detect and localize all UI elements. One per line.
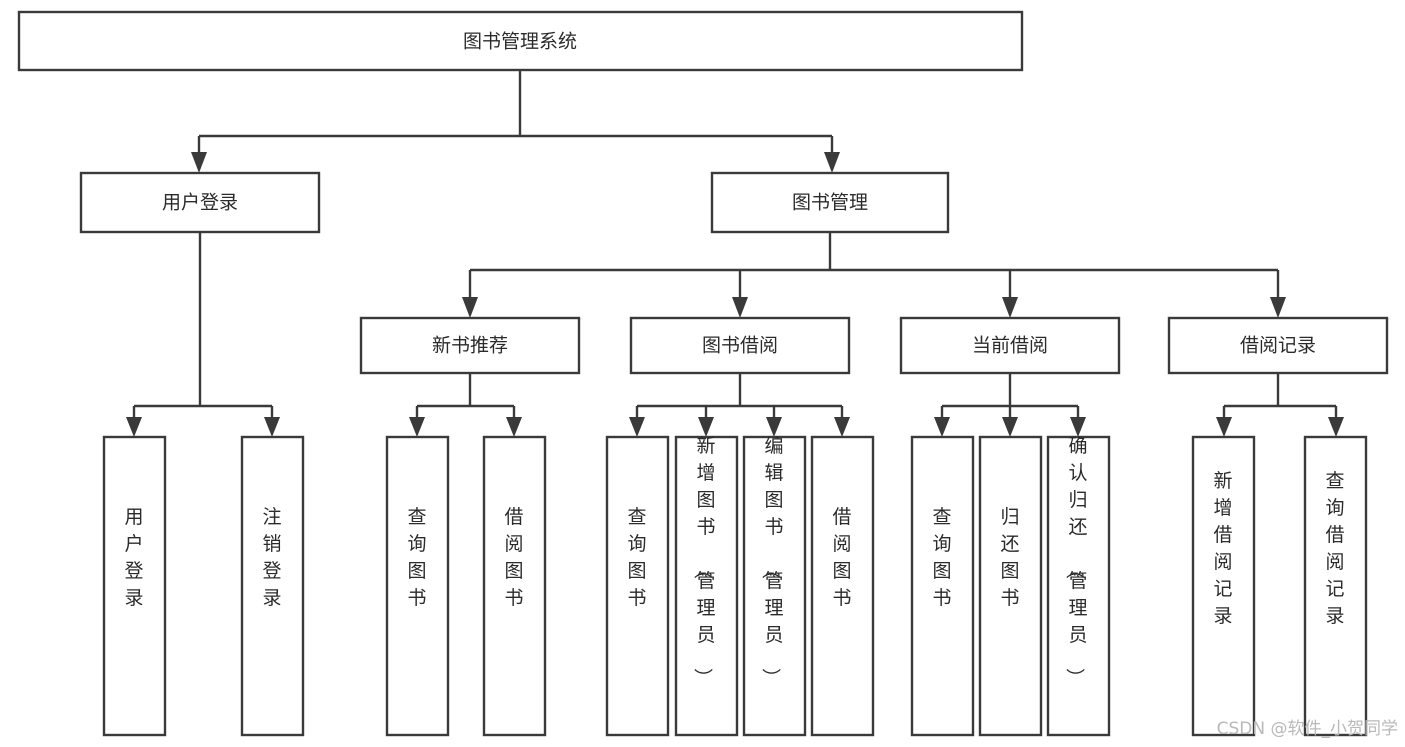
- arrow-l3-book-borrow: [732, 297, 748, 318]
- arrow-nb-leaf-2: [506, 417, 522, 437]
- connector-new-book-to-leaves: [409, 373, 522, 437]
- leaf-box: [1046, 435, 1111, 737]
- node-current-borrow[interactable]: 当前借阅: [899, 316, 1121, 375]
- connector-user-login-to-leaves: [126, 232, 280, 437]
- borrow-record-label: 借阅记录: [1240, 335, 1316, 357]
- leaf-borrow-record-2[interactable]: 查询借阅记录: [1303, 435, 1368, 737]
- arrow-bb-leaf-3: [766, 417, 782, 437]
- arrow-nb-leaf-1: [409, 417, 425, 437]
- leaf-label-book-borrow-2: 新增图书（管理员）: [691, 435, 715, 687]
- leaf-current-borrow-3[interactable]: 确认归还（管理员）: [1046, 435, 1111, 737]
- arrow-user-login: [191, 152, 207, 173]
- current-borrow-label: 当前借阅: [972, 335, 1048, 357]
- watermark-label: CSDN @软件_小贺同学: [1217, 719, 1398, 739]
- connector-borrow-record-to-leaves: [1216, 373, 1344, 437]
- connector-book-borrow-to-leaves: [629, 373, 850, 437]
- new-book-recommend-label: 新书推荐: [432, 335, 508, 357]
- leaf-box: [240, 435, 305, 737]
- leaf-box: [1303, 435, 1368, 737]
- leaf-box: [1191, 435, 1256, 737]
- connector-book-mgmt-to-level3: [462, 232, 1286, 318]
- connector-root-to-level2: [191, 70, 840, 173]
- leaf-book-borrow-1[interactable]: 查询图书: [605, 435, 670, 737]
- leaf-box: [674, 435, 739, 737]
- leaf-new-book-1[interactable]: 查询图书: [385, 435, 450, 737]
- leaf-current-borrow-1[interactable]: 查询图书: [910, 435, 975, 737]
- leaf-label-borrow-record-1: 新增借阅记录: [1213, 470, 1232, 627]
- current-borrow-box: [899, 316, 1121, 375]
- arrow-cb-leaf-3: [1070, 417, 1086, 437]
- leaf-label-book-borrow-4: 借阅图书: [832, 506, 851, 609]
- borrow-record-box: [1167, 316, 1389, 375]
- connector-current-borrow-to-leaves: [934, 373, 1086, 437]
- leaf-label-current-borrow-2: 归还图书: [1000, 506, 1019, 609]
- root-box: [17, 10, 1024, 72]
- leaf-box: [385, 435, 450, 737]
- arrow-cb-leaf-1: [934, 417, 950, 437]
- arrow-br-leaf-2: [1328, 417, 1344, 437]
- arrow-bb-leaf-1: [629, 417, 645, 437]
- leaf-box: [810, 435, 875, 737]
- arrow-ul-leaf-2: [264, 417, 280, 437]
- arrow-cb-leaf-2: [1002, 417, 1018, 437]
- leaf-box: [978, 435, 1043, 737]
- leaf-label-user-login-1: 用户登录: [124, 506, 143, 609]
- arrow-br-leaf-1: [1216, 417, 1232, 437]
- node-book-borrow[interactable]: 图书借阅: [629, 316, 851, 375]
- node-new-book-recommend[interactable]: 新书推荐: [359, 316, 581, 375]
- node-borrow-record[interactable]: 借阅记录: [1167, 316, 1389, 375]
- arrow-l3-new-book: [462, 297, 478, 318]
- leaf-label-new-book-1: 查询图书: [407, 506, 426, 609]
- leaf-book-borrow-3[interactable]: 编辑图书（管理员）: [742, 435, 807, 737]
- leaf-box: [910, 435, 975, 737]
- arrow-bb-leaf-4: [834, 417, 850, 437]
- leaf-label-book-borrow-1: 查询图书: [627, 506, 646, 609]
- leaf-user-login-1[interactable]: 用户登录: [102, 435, 167, 737]
- node-user-login[interactable]: 用户登录: [79, 171, 321, 234]
- arrow-ul-leaf-1: [126, 417, 142, 437]
- arrow-book-mgmt: [824, 152, 840, 173]
- leaf-new-book-2[interactable]: 借阅图书: [482, 435, 547, 737]
- arrow-l3-current-borrow: [1002, 297, 1018, 318]
- leaf-box: [102, 435, 167, 737]
- leaf-book-borrow-4[interactable]: 借阅图书: [810, 435, 875, 737]
- leaf-box: [482, 435, 547, 737]
- new-book-recommend-box: [359, 316, 581, 375]
- leaf-box: [605, 435, 670, 737]
- leaf-label-current-borrow-3: 确认归还（管理员）: [1063, 435, 1087, 687]
- leaf-current-borrow-2[interactable]: 归还图书: [978, 435, 1043, 737]
- leaf-book-borrow-2[interactable]: 新增图书（管理员）: [674, 435, 739, 737]
- arrow-bb-leaf-2: [698, 417, 714, 437]
- leaf-label-borrow-record-2: 查询借阅记录: [1325, 470, 1344, 627]
- book-borrow-box: [629, 316, 851, 375]
- book-management-box: [710, 171, 950, 234]
- leaf-label-user-login-2: 注销登录: [262, 506, 281, 609]
- leaf-label-new-book-2: 借阅图书: [504, 506, 523, 609]
- leaf-box: [742, 435, 807, 737]
- root-label: 图书管理系统: [463, 31, 577, 53]
- book-management-label: 图书管理: [792, 192, 868, 214]
- leaf-label-current-borrow-1: 查询图书: [932, 506, 951, 609]
- node-book-management[interactable]: 图书管理: [710, 171, 950, 234]
- user-login-label: 用户登录: [162, 192, 238, 214]
- arrow-l3-borrow-record: [1270, 297, 1286, 318]
- node-root[interactable]: 图书管理系统: [17, 10, 1024, 72]
- leaf-label-book-borrow-3: 编辑图书（管理员）: [759, 435, 783, 687]
- book-borrow-label: 图书借阅: [702, 335, 778, 357]
- leaf-user-login-2[interactable]: 注销登录: [240, 435, 305, 737]
- leaf-borrow-record-1[interactable]: 新增借阅记录: [1191, 435, 1256, 737]
